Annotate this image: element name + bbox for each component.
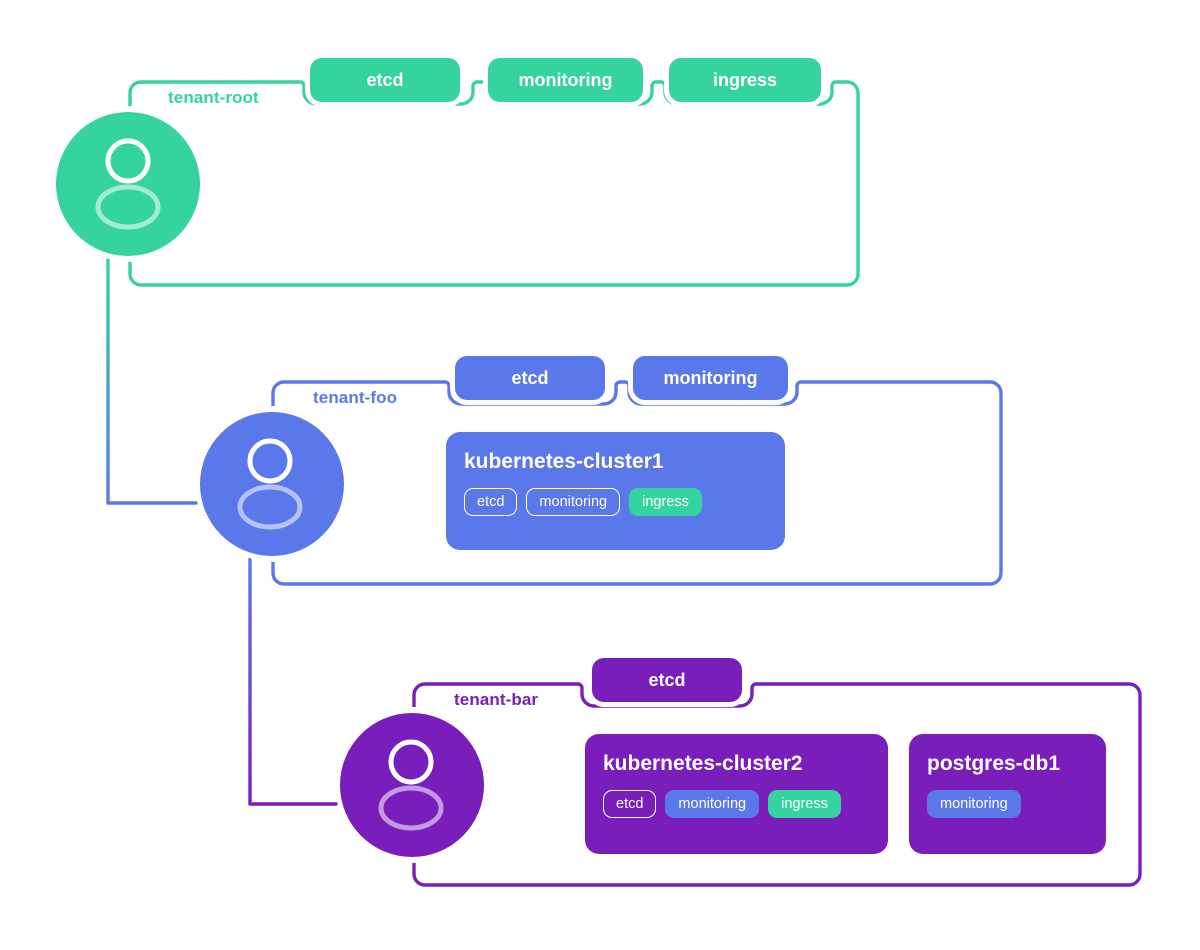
chip-etcd[interactable]: etcd [464, 488, 518, 516]
tenant-bar-label: tenant-bar [448, 690, 545, 710]
chip-ingress[interactable]: ingress [768, 790, 841, 818]
user-avatar-icon [200, 412, 344, 556]
resource-card-title: kubernetes-cluster1 [464, 450, 664, 473]
tenant-root-badge-monitoring[interactable]: monitoring [488, 58, 643, 102]
tenant-bar-avatar[interactable] [336, 707, 492, 863]
tenant-foo-badge-etcd[interactable]: etcd [455, 356, 605, 400]
user-avatar-icon [340, 713, 484, 857]
connector-root-to-foo [106, 253, 198, 505]
chip-ingress[interactable]: ingress [629, 488, 702, 516]
resource-card-chips: monitoring [927, 790, 1088, 818]
tenant-foo-avatar[interactable] [196, 406, 352, 562]
resource-card-chips: etcd monitoring ingress [603, 790, 870, 818]
connector-foo-to-bar [248, 554, 338, 806]
tenant-root-container-outline [128, 80, 860, 287]
chip-monitoring[interactable]: monitoring [526, 488, 621, 516]
tenant-bar-container-outline [412, 682, 1142, 887]
chip-monitoring[interactable]: monitoring [927, 790, 1021, 818]
tenant-root-badge-etcd[interactable]: etcd [310, 58, 460, 102]
tenant-root-badge-ingress[interactable]: ingress [669, 58, 821, 102]
tenant-root-avatar[interactable] [52, 106, 208, 262]
resource-card-kubernetes-cluster2[interactable]: kubernetes-cluster2 etcd monitoring ingr… [585, 734, 888, 854]
resource-card-title: kubernetes-cluster2 [603, 752, 803, 775]
tenant-root-label: tenant-root [162, 88, 265, 108]
chip-monitoring[interactable]: monitoring [665, 790, 760, 818]
resource-card-chips: etcd monitoring ingress [464, 488, 767, 516]
user-avatar-icon [56, 112, 200, 256]
tenant-foo-container-outline [271, 380, 1003, 586]
resource-card-title: postgres-db1 [927, 752, 1061, 775]
tenant-foo-label: tenant-foo [307, 388, 404, 408]
resource-card-kubernetes-cluster1[interactable]: kubernetes-cluster1 etcd monitoring ingr… [446, 432, 785, 550]
tenant-foo-badge-monitoring[interactable]: monitoring [633, 356, 788, 400]
chip-etcd[interactable]: etcd [603, 790, 657, 818]
resource-card-postgres-db1[interactable]: postgres-db1 monitoring [909, 734, 1106, 854]
tenant-bar-badge-etcd[interactable]: etcd [592, 658, 742, 702]
